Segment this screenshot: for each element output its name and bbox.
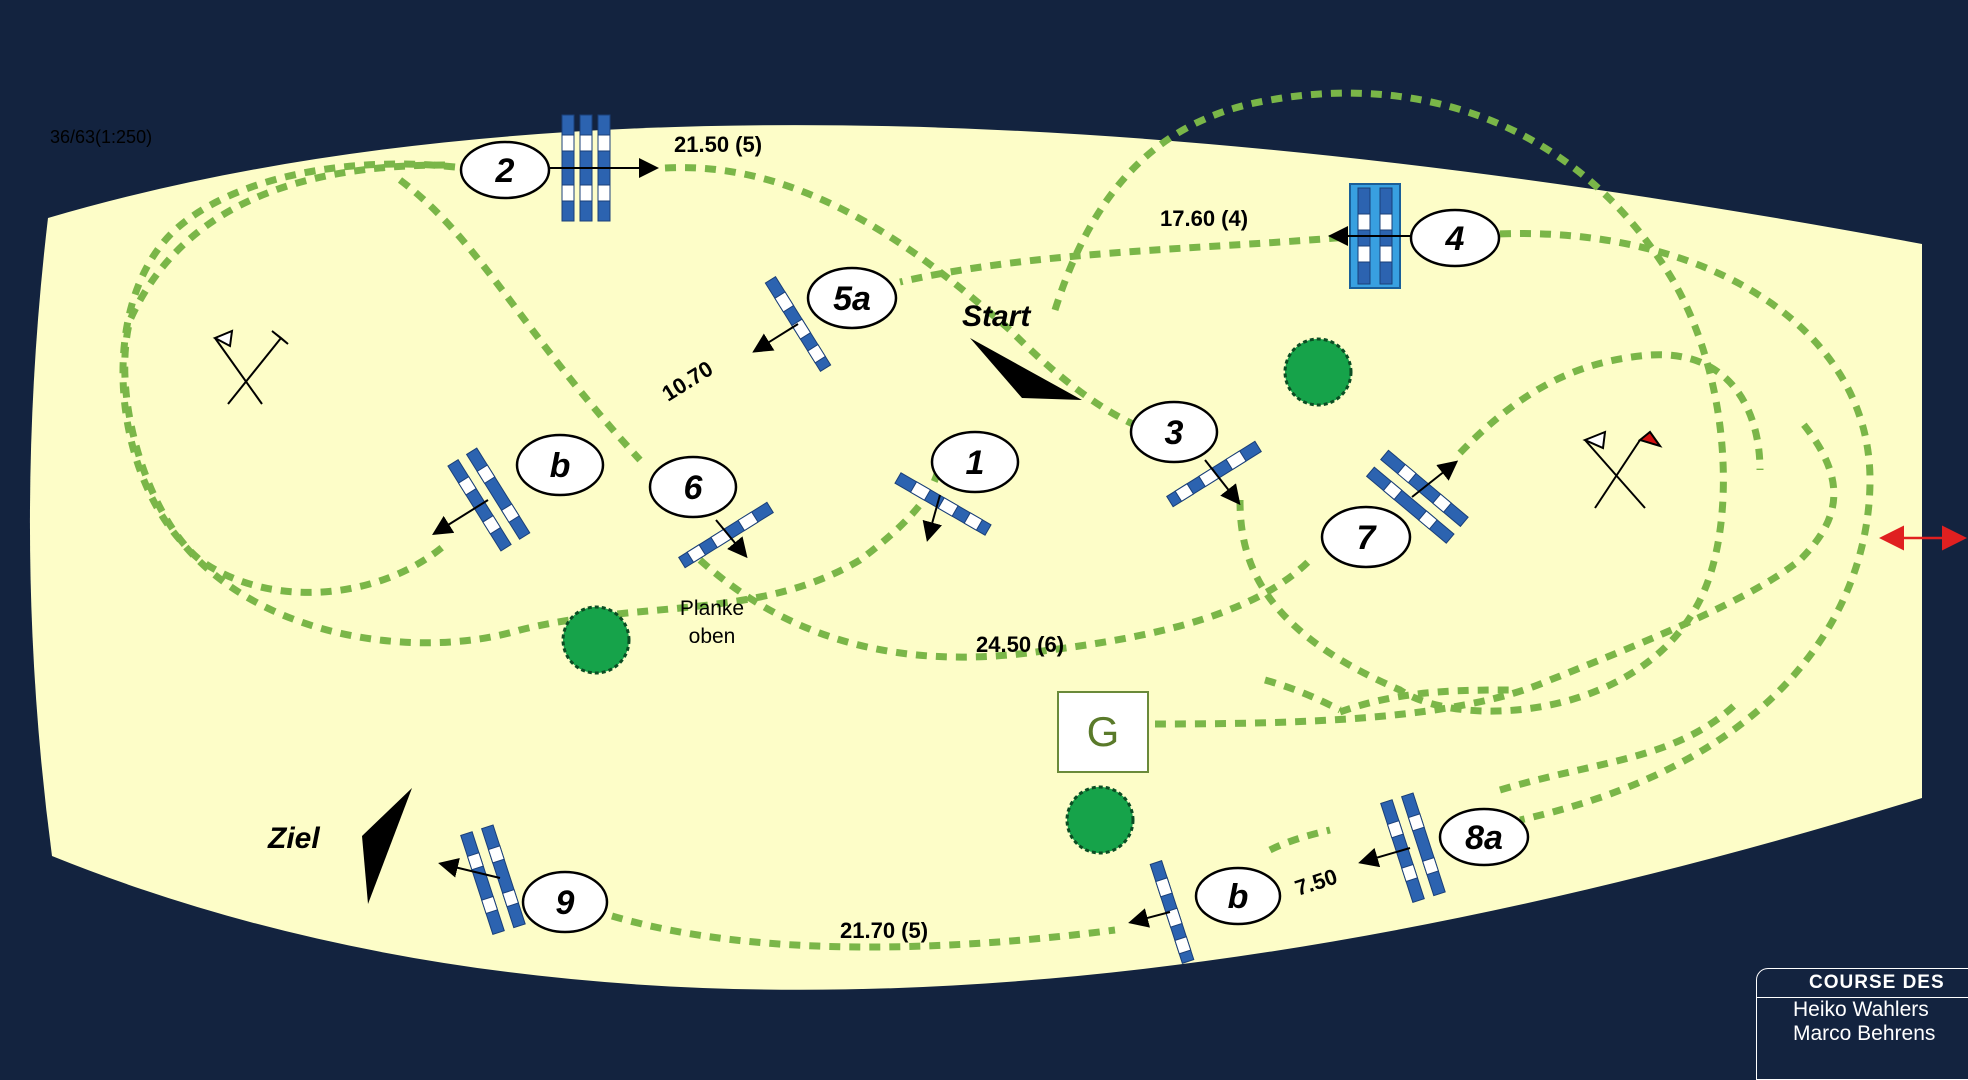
obstacle-9-number: 9 <box>556 884 575 922</box>
obstacle-5a: 5a <box>752 266 898 372</box>
obstacle-1: 1 <box>894 430 1020 542</box>
obstacle-5b: b <box>432 433 605 552</box>
obstacle-6-number: 6 <box>684 469 704 507</box>
flag-left <box>212 329 289 405</box>
obstacle-2: 2 <box>459 114 659 222</box>
obstacle-4-number: 4 <box>1445 220 1465 258</box>
course-designer-panel: COURSE DES Heiko Wahlers Marco Behrens <box>1756 968 1968 1080</box>
gate-label: G <box>1087 708 1120 755</box>
obstacle-2-number: 2 <box>495 152 515 190</box>
obstacle-3: 3 <box>1129 400 1262 508</box>
obstacle-8b-number: b <box>1228 878 1249 916</box>
distance-3-4: 17.60 (4) <box>1160 206 1248 231</box>
obstacle-5a-number: 5a <box>833 280 871 318</box>
obstacle-4: 4 <box>1328 183 1501 289</box>
obstacle-8a: 8a <box>1358 792 1530 904</box>
obstacle-9: 9 <box>438 824 609 936</box>
start-label: Start <box>962 300 1032 333</box>
arena <box>29 125 1923 990</box>
obstacle-8a-number: 8a <box>1465 819 1503 857</box>
distance-6-7: 24.50 (6) <box>976 632 1064 657</box>
flag-right <box>1582 430 1663 509</box>
obstacle-6: 6 <box>648 455 774 569</box>
plank-note-line2: oben <box>689 625 736 648</box>
course-designer-title: COURSE DES <box>1757 969 1968 998</box>
finish-marker <box>362 788 412 904</box>
obstacle-3-number: 3 <box>1165 414 1184 452</box>
obstacle-5b-number: b <box>550 447 571 485</box>
obstacle-7: 7 <box>1320 449 1469 569</box>
obstacle-7-number: 7 <box>1357 519 1378 557</box>
scale-label: 36/63(1:250) <box>50 127 152 147</box>
course-designer-name: Marco Behrens <box>1793 1022 1936 1045</box>
plank-note-line1: Planke <box>680 597 744 620</box>
tree-icon <box>561 605 631 675</box>
gate-box: G <box>1057 691 1149 773</box>
tree-icon <box>1283 337 1353 407</box>
distance-8-9: 21.70 (5) <box>840 918 928 943</box>
tree-icon <box>1065 785 1135 855</box>
obstacle-8b: b <box>1128 860 1282 964</box>
course-designer-name: Heiko Wahlers <box>1793 998 1929 1021</box>
finish-label: Ziel <box>267 822 320 855</box>
start-marker <box>970 338 1082 400</box>
distance-2-3: 21.50 (5) <box>674 132 762 157</box>
course-route <box>119 89 1874 951</box>
obstacle-1-number: 1 <box>966 444 985 482</box>
